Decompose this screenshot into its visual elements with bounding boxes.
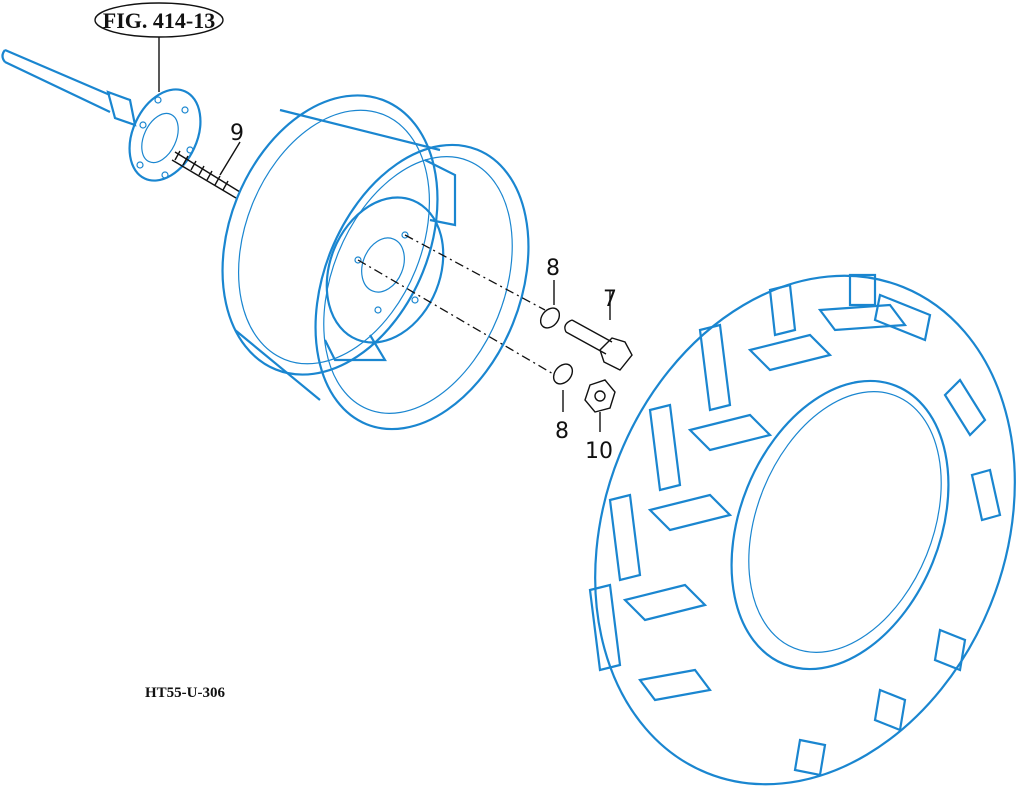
- callout-8-upper: 8: [546, 256, 560, 281]
- ellipse-outline: [314, 143, 530, 431]
- wheel-stud: [171, 141, 241, 199]
- bolt-center-line-upper: [404, 234, 546, 311]
- ellipse-outline: [221, 94, 439, 376]
- callout-10: 10: [585, 439, 613, 464]
- ellipse-outline: [128, 88, 202, 182]
- ellipse-outline: [593, 274, 1017, 786]
- washer-lower: [552, 363, 574, 412]
- figure-reference-label[interactable]: FIG. 414-13: [103, 8, 215, 33]
- ellipse-outline: [748, 391, 942, 653]
- callout-7: 7: [603, 287, 617, 312]
- ellipse-outline: [323, 156, 513, 414]
- hex-bolt: [564, 290, 633, 371]
- bolt-center-line-lower: [357, 259, 556, 376]
- ellipse-outline: [325, 196, 445, 344]
- hex-nut: [584, 379, 616, 432]
- ellipse-outline: [237, 109, 431, 365]
- axle-shaft: [1, 48, 202, 182]
- ellipse-outline: [730, 379, 950, 671]
- callout-9: 9: [230, 121, 244, 146]
- tractor-tire: [588, 273, 1017, 786]
- drawing-code: HT55-U-306: [145, 685, 225, 701]
- wheel-rim: [221, 94, 530, 431]
- ellipse-outline: [141, 112, 179, 164]
- ellipse-outline: [539, 307, 561, 329]
- callout-8-lower: 8: [555, 419, 569, 444]
- ellipse-outline: [552, 363, 574, 385]
- washer-upper: [539, 280, 561, 329]
- ellipse-outline: [361, 237, 405, 293]
